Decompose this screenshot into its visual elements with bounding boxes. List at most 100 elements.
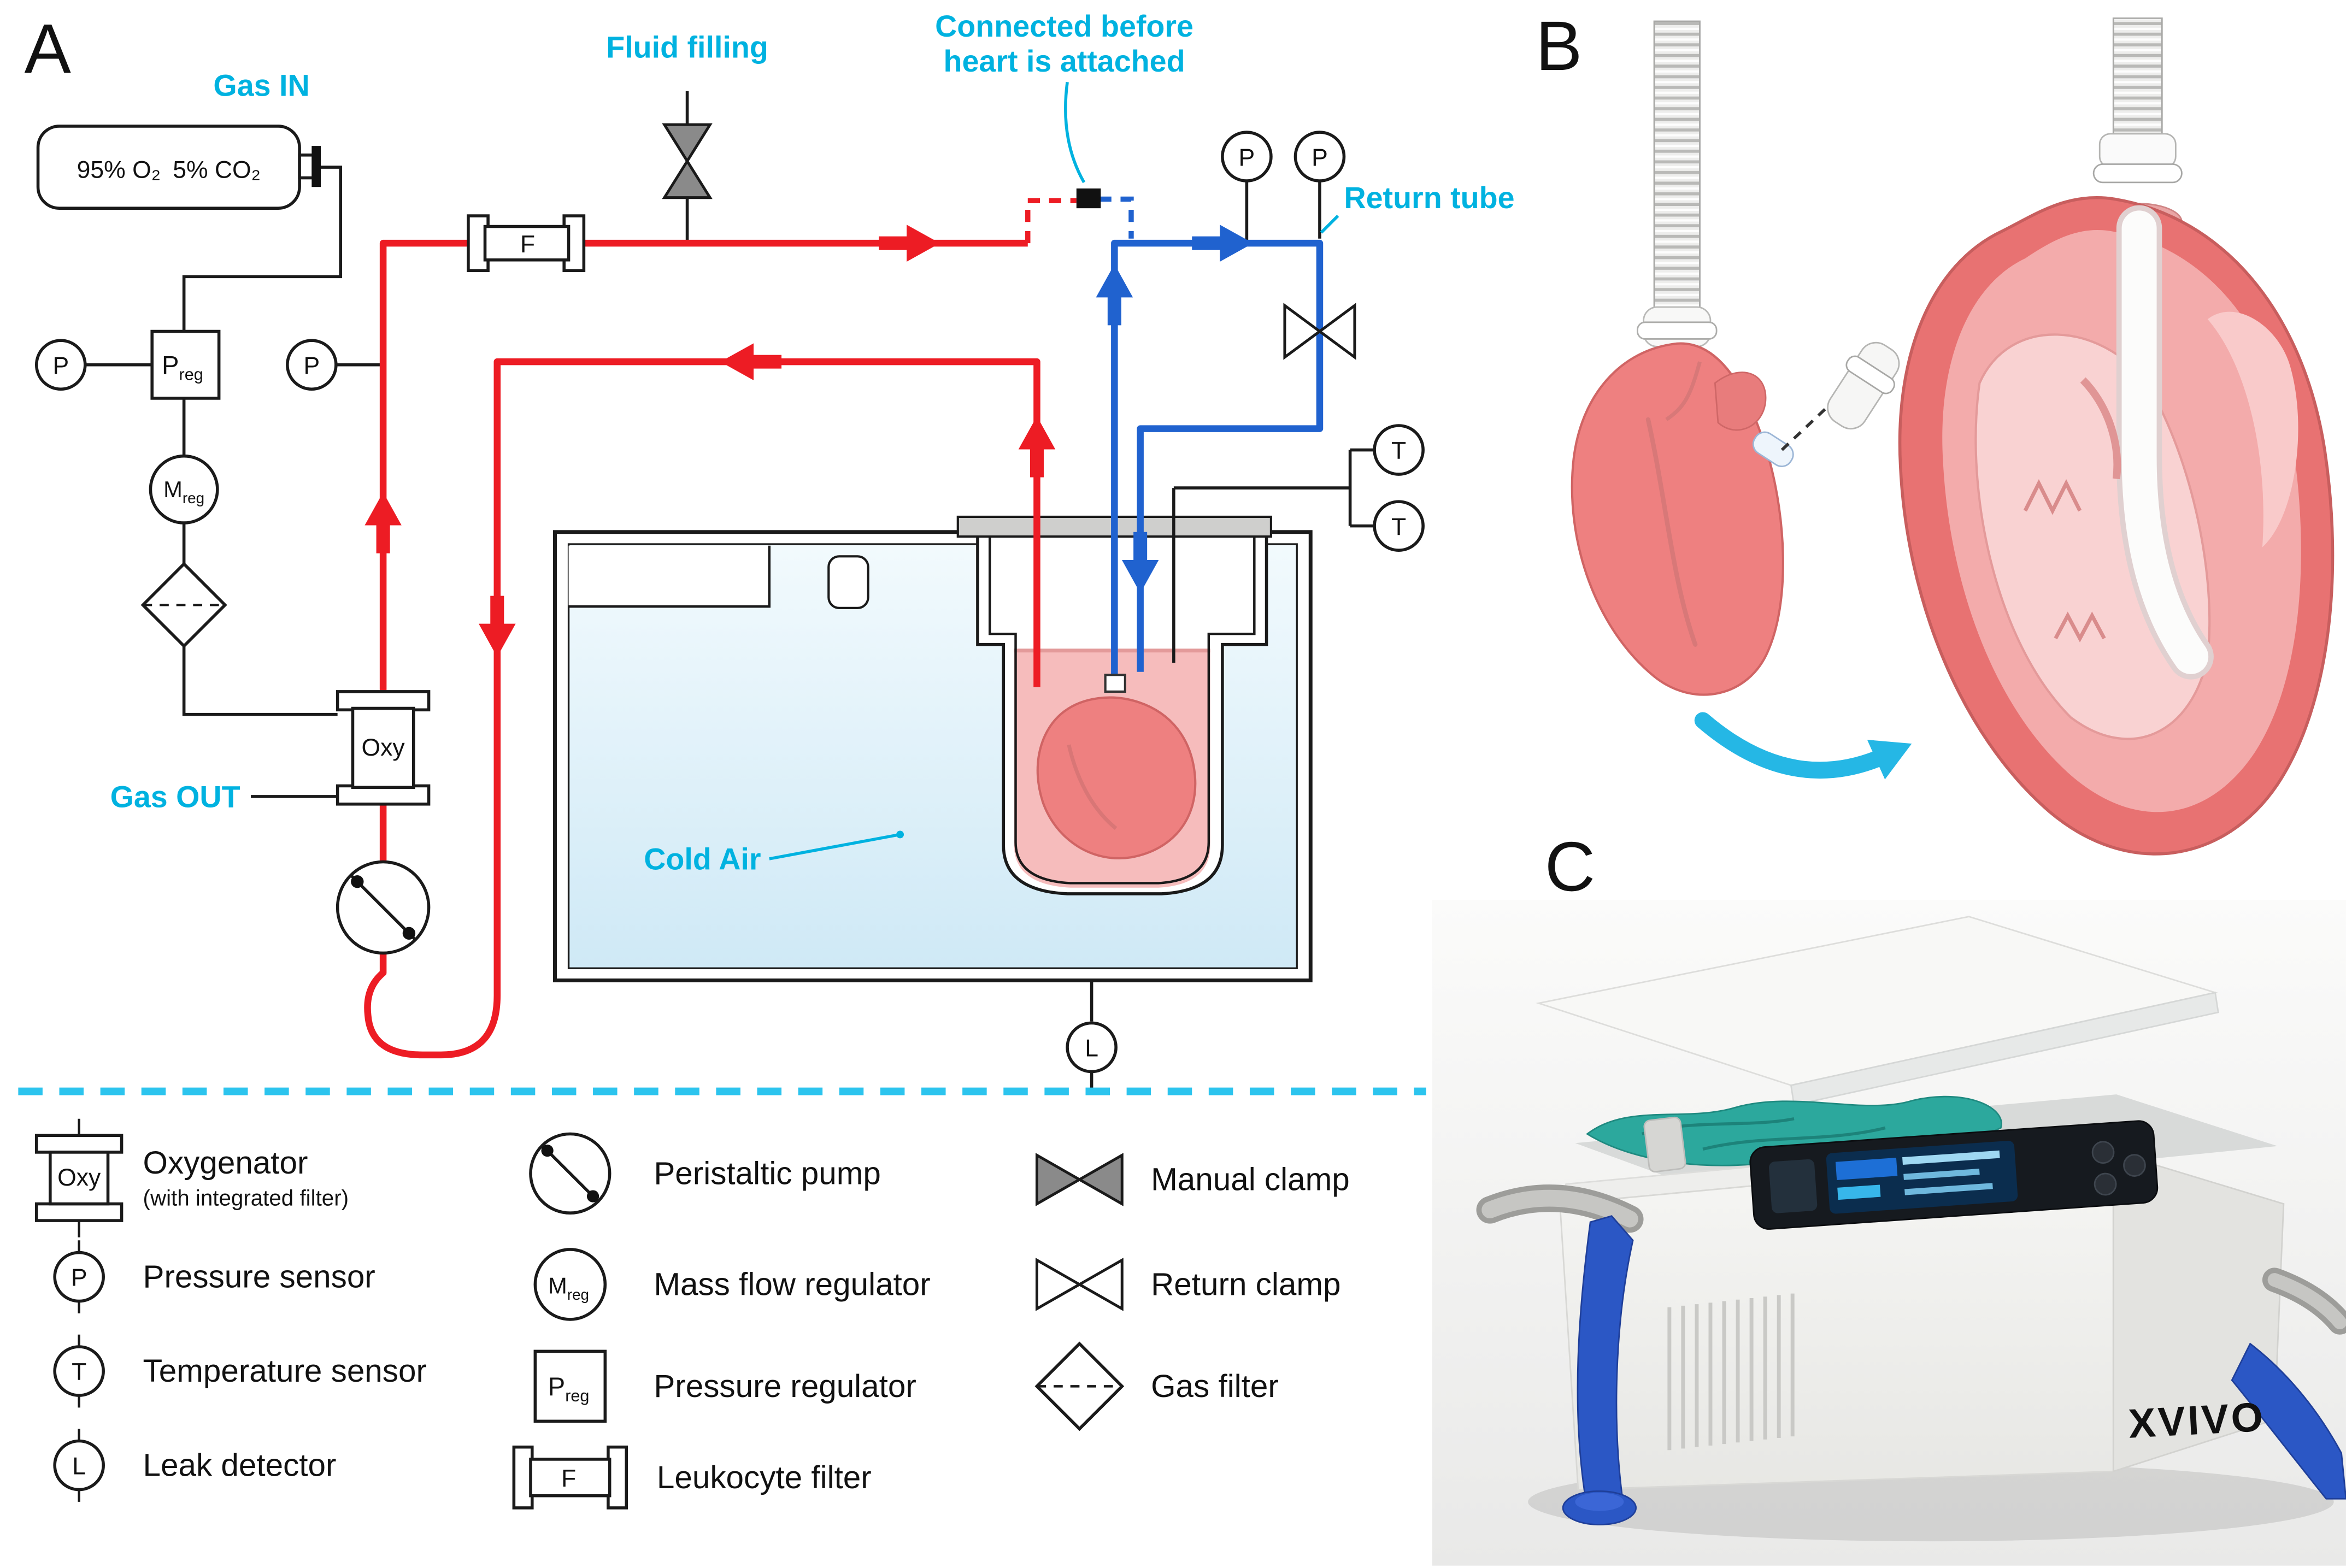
legend-return-clamp-label: Return clamp — [1151, 1266, 1340, 1302]
legend-pressure-regulator-label: Pressure regulator — [654, 1369, 916, 1404]
peristaltic-pump-symbol — [336, 860, 431, 955]
legend-pressure-sensor-icon: P — [53, 1240, 105, 1313]
heart-cross-section — [1898, 17, 2335, 856]
legend: Oxy Oxygenator (with integrated filter) … — [34, 1118, 1350, 1510]
legend-oxygenator-sublabel: (with integrated filter) — [143, 1185, 349, 1210]
vent-grille — [1667, 1293, 1795, 1451]
svg-text:F: F — [520, 231, 535, 258]
cyan-transition-arrow — [1694, 712, 1912, 780]
svg-text:T: T — [1391, 514, 1406, 540]
gas-filter-symbol — [140, 562, 227, 649]
svg-text:Mreg: Mreg — [548, 1273, 589, 1303]
panel-c-device-photo: C X — [1432, 828, 2346, 1566]
corrugated-tube — [1653, 20, 1701, 311]
return-tube-label: Return tube — [1344, 181, 1514, 215]
svg-text:P: P — [304, 352, 320, 379]
svg-text:Oxy: Oxy — [57, 1164, 101, 1191]
svg-text:T: T — [72, 1359, 86, 1386]
temperature-sensor-2: T — [1373, 500, 1425, 552]
return-clamp-symbol — [1283, 303, 1356, 360]
svg-text:P: P — [71, 1265, 87, 1292]
panel-b-heart-illustration: B — [1536, 7, 2335, 856]
heart-in-basin — [1036, 674, 1197, 859]
svg-text:L: L — [72, 1453, 86, 1480]
corrugated-tube-2 — [2112, 17, 2163, 135]
pressure-sensor-return-1: P — [1221, 131, 1273, 182]
legend-temperature-sensor-label: Temperature sensor — [143, 1353, 427, 1389]
panel-b-label: B — [1536, 7, 1582, 85]
flow-arrows — [364, 225, 1254, 657]
svg-text:Preg: Preg — [162, 351, 203, 384]
panel-button — [2094, 1172, 2117, 1196]
whole-heart-with-cannula — [1571, 20, 1900, 696]
svg-text:F: F — [561, 1465, 576, 1492]
svg-text:P: P — [1312, 144, 1328, 171]
legend-pressure-sensor-label: Pressure sensor — [143, 1259, 375, 1295]
xvivo-heart-box: XVIVO — [1476, 916, 2346, 1525]
control-panel — [1749, 1120, 2159, 1230]
gas-in-label: Gas IN — [213, 68, 309, 102]
leukocyte-filter-symbol: F — [467, 214, 586, 273]
valve-leaflets — [2023, 479, 2082, 515]
connected-label-line2: heart is attached — [944, 44, 1185, 78]
atrial-appendage — [1714, 372, 1767, 431]
pressure-sensor-return-2: P — [1293, 131, 1346, 182]
xvivo-logo: XVIVO — [2127, 1394, 2267, 1447]
panel-button — [2123, 1154, 2146, 1177]
lid-seat-step — [568, 545, 769, 607]
gas-circuit-lines — [85, 91, 1373, 1090]
legend-pressure-regulator-icon: Preg — [533, 1349, 607, 1423]
cold-air-pointer-line — [769, 833, 901, 860]
surgical-cloth — [1586, 1095, 2002, 1166]
fluid-filling-label: Fluid filling — [606, 31, 768, 64]
cannula-connector-2 — [2098, 133, 2177, 168]
connected-label-line1: Connected before — [935, 9, 1193, 43]
legend-oxygenator-label: Oxygenator — [143, 1145, 308, 1181]
gas-cylinder: 95% O₂ 5% CO₂ — [36, 125, 321, 210]
legend-oxygenator-icon: Oxy — [34, 1118, 124, 1237]
vessel-stub — [1752, 431, 1794, 468]
svg-text:P: P — [1239, 144, 1255, 171]
legend-manual-clamp-icon — [1035, 1153, 1124, 1206]
cold-air-label: Cold Air — [644, 842, 761, 876]
attachment-dashed-line — [1780, 397, 1838, 451]
gas-mixture-label: 95% O₂ 5% CO₂ — [77, 157, 261, 184]
legend-manual-clamp-label: Manual clamp — [1151, 1162, 1350, 1197]
legend-leak-detector-icon: L — [53, 1429, 105, 1502]
svg-text:T: T — [1391, 438, 1406, 464]
return-tube-pointer-line — [1320, 215, 1339, 234]
svg-text:Oxy: Oxy — [362, 734, 405, 761]
cold-air-container — [553, 515, 1313, 982]
legend-leak-detector-label: Leak detector — [143, 1448, 337, 1483]
panel-c-label: C — [1545, 828, 1595, 906]
intracardiac-tube — [2121, 210, 2209, 674]
gas-out-label: Gas OUT — [110, 780, 240, 814]
svg-text:Mreg: Mreg — [163, 476, 204, 506]
legend-leukocyte-filter-icon: F — [512, 1445, 628, 1510]
svg-text:Preg: Preg — [548, 1372, 590, 1405]
svg-text:P: P — [52, 352, 69, 379]
svg-text:L: L — [1085, 1035, 1098, 1062]
legend-temperature-sensor-icon: T — [53, 1334, 105, 1408]
panel-button — [2091, 1141, 2115, 1164]
connected-pointer-line — [1064, 81, 1086, 184]
right-strap — [2231, 1342, 2346, 1500]
pressure-regulator-symbol: Preg — [150, 329, 221, 400]
red-supply-tube — [364, 239, 1040, 1059]
panel-a-label: A — [25, 10, 72, 89]
mass-flow-regulator-symbol: Mreg — [149, 454, 219, 524]
atrium-chamber — [2207, 311, 2298, 547]
oxygenator-symbol: Oxy — [336, 690, 431, 806]
priming-connector-plug — [1076, 188, 1101, 209]
legend-leukocyte-filter-label: Leukocyte filter — [657, 1460, 872, 1495]
detached-cannula — [1827, 341, 1900, 430]
fluid-filling-clamp — [662, 123, 713, 199]
panel-a-circuit-diagram: A — [18, 9, 1515, 1510]
pressure-sensor-gas: P — [34, 339, 87, 391]
legend-mass-flow-icon: Mreg — [533, 1248, 607, 1321]
pressure-sensor-perfusate: P — [286, 339, 338, 391]
pa-connector — [1104, 674, 1126, 693]
legend-peristaltic-pump-label: Peristaltic pump — [654, 1156, 880, 1191]
legend-return-clamp-icon — [1035, 1258, 1124, 1311]
